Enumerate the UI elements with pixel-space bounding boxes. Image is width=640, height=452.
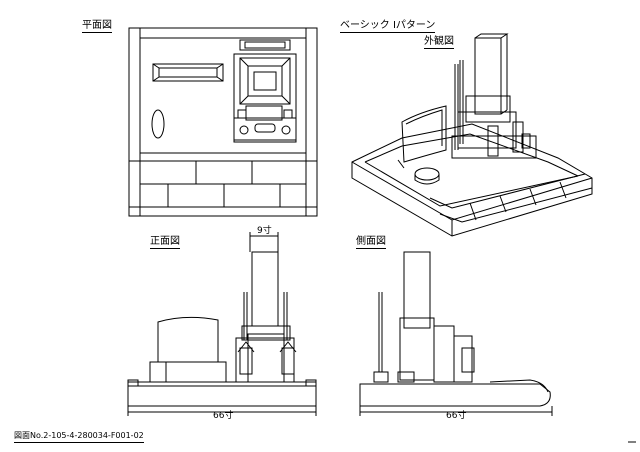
side-view-label: 側面図 <box>356 236 386 249</box>
front-width-dimension: 66寸 <box>213 411 234 421</box>
top-width-dimension: 9寸 <box>257 226 272 236</box>
front-view <box>128 232 316 416</box>
plan-view <box>129 28 317 216</box>
exterior-view <box>352 34 592 236</box>
exterior-view-label: 外観図 <box>424 36 454 49</box>
side-width-dimension: 66寸 <box>446 411 467 421</box>
drawing-number: 図面No.2-105-4-280034-F001-02 <box>14 430 144 443</box>
side-view <box>360 252 552 416</box>
pattern-title: ベーシック Ⅰパターン <box>340 20 436 33</box>
front-view-label: 正面図 <box>150 236 180 249</box>
plan-view-label: 平面図 <box>82 20 112 33</box>
